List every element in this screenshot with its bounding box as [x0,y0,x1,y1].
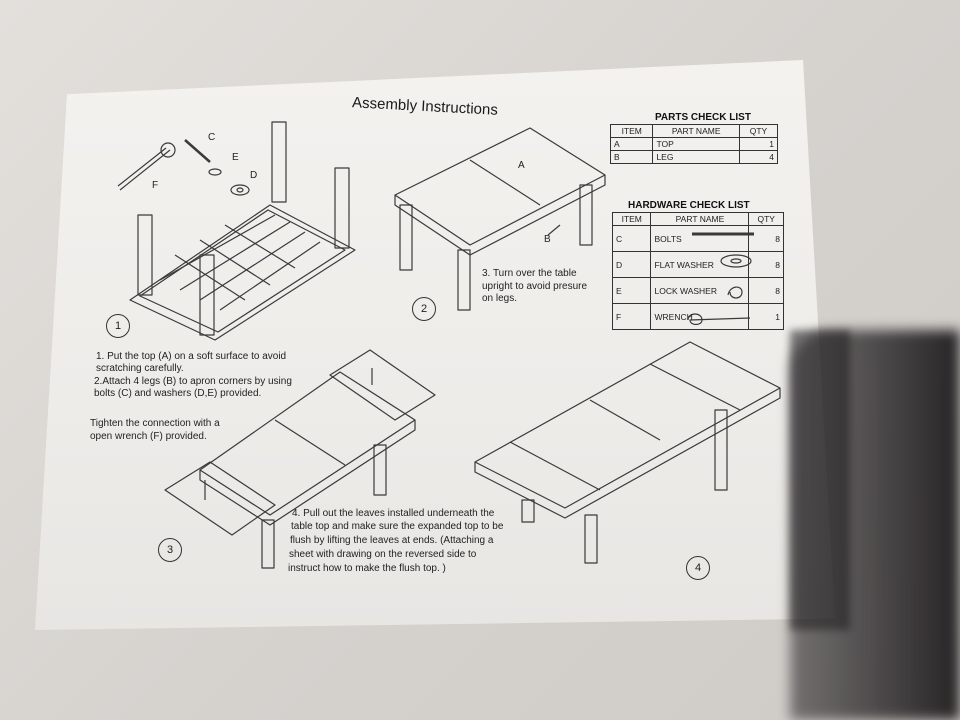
cell-part-name: BOLTS [650,225,750,252]
cell-qty: 8 [748,251,784,278]
step2-line3: on legs. [482,293,518,304]
hardware-checklist-table: ITEM PART NAME QTY C BOLTS 8 D FLAT WASH… [611,212,784,330]
table-row: B LEG 4 [609,150,779,164]
cell-qty: 1 [738,137,779,151]
step2-line1: 3. Turn over the table [482,268,577,279]
step1-line6: open wrench (F) provided. [90,431,207,442]
cell-qty: 8 [748,277,784,304]
table-row: E LOCK WASHER 8 [611,277,784,304]
header-item: ITEM [611,212,652,226]
step3-drawing [164,349,436,569]
table-row: C BOLTS 8 [611,225,784,252]
cell-item: A [609,137,654,151]
cell-qty: 4 [738,150,779,164]
cell-item: B [609,150,654,164]
label-f: F [152,180,159,191]
table-row: D FLAT WASHER 8 [611,251,784,278]
step3-line4: sheet with drawing on the reversed side … [289,549,477,560]
cell-qty: 8 [748,225,784,252]
header-item: ITEM [609,124,654,138]
header-part-name: PART NAME [650,212,750,226]
header-part-name: PART NAME [652,124,740,138]
header-qty: QTY [748,212,784,226]
cell-qty: 1 [748,303,784,330]
step1-line2: scratching carefully. [96,363,184,374]
step3-line2: table top and make sure the expanded top… [291,521,504,532]
cell-item: E [611,277,652,304]
step-3-number: 3 [158,538,182,562]
cell-part-name: TOP [652,137,740,151]
step1-line1: 1. Put the top (A) on a soft surface to … [96,351,287,362]
step3-line5: instruct how to make the flush top. ) [288,563,446,574]
label-a: A [518,160,525,171]
cell-item: D [611,251,652,278]
cell-part-name: FLAT WASHER [650,251,750,278]
table-row: F WRENCH 1 [611,303,784,330]
header-qty: QTY [738,124,779,138]
step2-line2: upright to avoid presure [482,281,588,292]
step3-line1: 4. Pull out the leaves installed underne… [292,508,495,519]
parts-checklist-title: PARTS CHECK LIST [655,112,751,123]
cast-shadow [790,330,960,720]
label-c: C [208,132,216,143]
cell-item: F [611,303,652,330]
parts-checklist-table: ITEM PART NAME QTY A TOP 1 B LEG 4 [609,124,779,164]
table-header-row: ITEM PART NAME QTY [609,124,779,138]
cell-part-name: LEG [652,150,740,164]
cell-item: C [611,225,652,252]
step-2-number: 2 [412,297,436,321]
table-row: A TOP 1 [609,137,779,151]
label-d: D [250,170,258,181]
hardware-checklist-title: HARDWARE CHECK LIST [628,200,750,211]
step1-drawing [117,121,356,341]
step1-line4: bolts (C) and washers (D,E) provided. [94,388,262,399]
table-header-row: ITEM PART NAME QTY [611,212,784,226]
step3-line3: flush by lifting the leaves at ends. (At… [290,535,494,546]
cell-part-name: LOCK WASHER [650,277,750,304]
label-e: E [232,152,239,163]
step4-drawing [474,341,781,564]
step-1-number: 1 [106,314,130,338]
cell-part-name: WRENCH [650,303,750,330]
label-b: B [544,234,551,245]
step2-drawing [394,127,606,311]
step1-line5: Tighten the connection with a [90,418,220,429]
step-4-number: 4 [686,556,710,580]
step1-line3: 2.Attach 4 legs (B) to apron corners by … [94,376,292,387]
